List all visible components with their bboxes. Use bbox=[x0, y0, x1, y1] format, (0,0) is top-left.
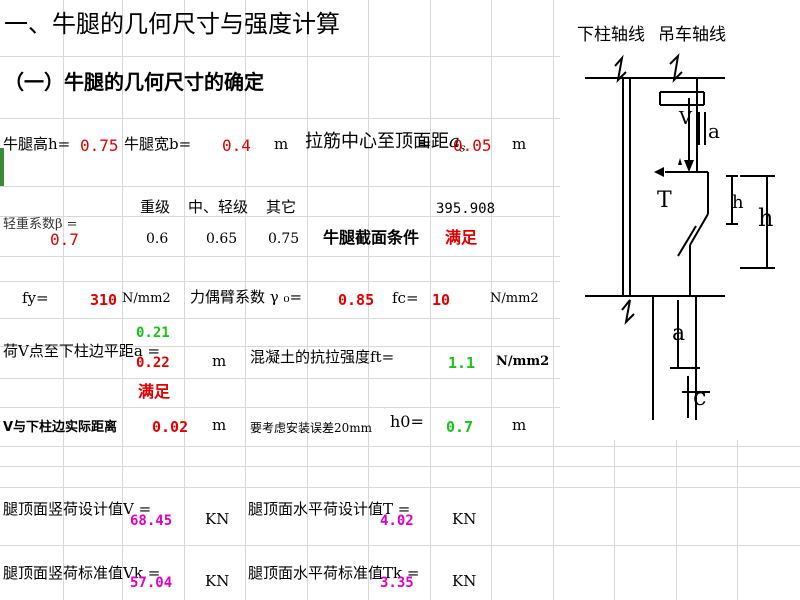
as-equals: = bbox=[418, 134, 432, 153]
diagram-h-big-label: h bbox=[758, 204, 773, 232]
lower-column-axis-label: 下柱轴线 bbox=[577, 25, 645, 45]
beta-other-value: 0.75 bbox=[268, 231, 300, 247]
h0-unit: m bbox=[512, 416, 527, 434]
gamma-label: 力偶臂系数 γ ₀= bbox=[190, 288, 303, 306]
section-condition-result: 满足 bbox=[445, 228, 478, 247]
beta-value-cell[interactable]: 0.7 bbox=[50, 230, 79, 249]
cell-selection-marker bbox=[0, 148, 4, 186]
diagram-T-label: T bbox=[657, 188, 672, 213]
fc-value-cell[interactable]: 10 bbox=[432, 291, 451, 309]
page-title: 一、牛腿的几何尺寸与强度计算 bbox=[4, 10, 340, 38]
section-condition-label: 牛腿截面条件 bbox=[323, 228, 420, 247]
b-value-cell[interactable]: 0.4 bbox=[222, 136, 251, 155]
v-distance-label: V与下柱边实际距离 bbox=[3, 420, 118, 435]
diagram-c-label: c bbox=[693, 383, 706, 411]
beta-mid-value: 0.65 bbox=[206, 231, 238, 247]
Vk-label: 腿顶面竖荷标准值Vk = bbox=[3, 564, 161, 582]
fy-label: fy= bbox=[22, 289, 49, 307]
Tk-value-cell[interactable]: 3.35 bbox=[380, 575, 414, 591]
diagram-a-top-label: a bbox=[708, 119, 720, 143]
grade-other: 其它 bbox=[266, 198, 297, 216]
crane-axis-label: 吊车轴线 bbox=[658, 25, 726, 45]
ft-label: 混凝土的抗拉强度ft= bbox=[250, 348, 395, 366]
fc-label: fc= bbox=[392, 289, 419, 307]
h-value-cell[interactable]: 0.75 bbox=[80, 136, 119, 155]
as-value-cell[interactable]: 0.05 bbox=[453, 136, 492, 155]
b-label: 牛腿宽b= bbox=[124, 135, 192, 153]
a-value-cell[interactable]: 0.22 bbox=[136, 355, 170, 371]
Tk-label: 腿顶面水平荷标准值Tk = bbox=[248, 564, 420, 582]
corbel-diagram: 下柱轴线 吊车轴线 V a T h h a c bbox=[560, 0, 800, 440]
v-distance-value[interactable]: 0.02 bbox=[152, 418, 189, 436]
diagram-a-bottom-label: a bbox=[672, 321, 685, 346]
ft-value-cell[interactable]: 1.1 bbox=[448, 354, 476, 372]
a-label: 荷V点至下柱边平距a = bbox=[3, 342, 161, 360]
grade-heavy: 重级 bbox=[140, 198, 171, 216]
fy-unit: N/mm2 bbox=[122, 291, 171, 306]
beta-label: 轻重系数β = bbox=[3, 217, 78, 232]
T-value-cell[interactable]: 4.02 bbox=[380, 513, 414, 529]
diagram-V-label: V bbox=[678, 108, 693, 129]
install-error-note: 要考虑安装误差20mm bbox=[250, 421, 373, 435]
as-label: 拉筋中心至顶面距as bbox=[305, 131, 466, 155]
grade-mid: 中、轻级 bbox=[188, 198, 249, 216]
gamma-value-cell[interactable]: 0.85 bbox=[338, 291, 375, 309]
fc-unit: N/mm2 bbox=[490, 291, 539, 306]
beta-heavy-value: 0.6 bbox=[146, 231, 169, 247]
Tk-unit: KN bbox=[452, 572, 477, 590]
b-unit: m bbox=[274, 135, 289, 153]
ft-unit: N/mm2 bbox=[496, 354, 550, 369]
V-label: 腿顶面竖荷设计值V = bbox=[3, 500, 152, 518]
h-label: 牛腿高h= bbox=[3, 135, 71, 153]
as-unit: m bbox=[512, 135, 527, 153]
Vk-unit: KN bbox=[205, 572, 230, 590]
a-check-result: 满足 bbox=[138, 382, 171, 401]
h0-value-cell[interactable]: 0.7 bbox=[446, 418, 474, 436]
V-value-cell[interactable]: 68.45 bbox=[130, 513, 173, 529]
a-value-top[interactable]: 0.21 bbox=[136, 325, 170, 341]
Vk-value-cell[interactable]: 57.04 bbox=[130, 575, 173, 591]
v-arrow-head-icon bbox=[684, 160, 694, 172]
diagram-h-small-label: h bbox=[732, 192, 744, 213]
section-title: （一）牛腿的几何尺寸的确定 bbox=[4, 70, 264, 94]
a-unit: m bbox=[212, 352, 227, 370]
T-label: 腿顶面水平荷设计值T = bbox=[248, 500, 411, 518]
ftk-value[interactable]: 395.908 bbox=[436, 201, 496, 217]
fy-value-cell[interactable]: 310 bbox=[90, 291, 118, 309]
T-unit: KN bbox=[452, 510, 477, 528]
h0-label: h0= bbox=[390, 412, 424, 431]
t-arrow-head-icon bbox=[654, 167, 664, 177]
v-distance-unit: m bbox=[212, 416, 227, 434]
V-unit: KN bbox=[205, 510, 230, 528]
